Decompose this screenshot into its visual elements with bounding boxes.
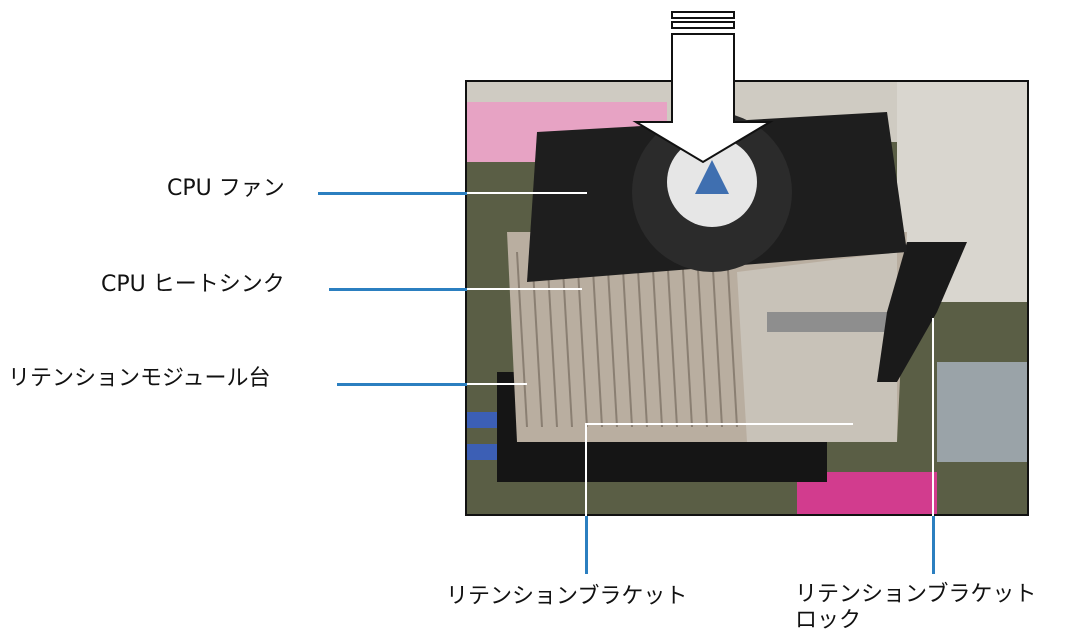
heatsink-fins xyxy=(516,251,738,428)
callout-line-cpu-heatsink xyxy=(329,288,467,291)
callout-line-bracket-vertical-inner xyxy=(585,423,587,516)
callout-line-bracket-horizontal xyxy=(585,423,853,425)
fan-logo xyxy=(695,160,729,194)
heatsink-side xyxy=(737,252,897,442)
label-retention-bracket: リテンションブラケット xyxy=(446,584,688,609)
callout-line-lock xyxy=(932,516,935,574)
port-block xyxy=(937,362,1027,462)
callout-line-retention-base-inner xyxy=(467,383,527,385)
label-bracket-lock-line1: リテンションブラケット xyxy=(795,582,1037,607)
label-retention-base: リテンションモジュール台 xyxy=(8,366,271,391)
label-cpu-heatsink: CPU ヒートシンク xyxy=(101,272,285,297)
callout-line-retention-base xyxy=(337,383,467,386)
callout-line-bracket xyxy=(585,516,588,574)
callout-line-cpu-heatsink-inner xyxy=(467,288,582,290)
label-cpu-fan: CPU ファン xyxy=(167,176,285,201)
callout-line-lock-vertical-inner xyxy=(932,318,934,516)
retention-bracket-clip xyxy=(767,312,887,332)
label-bracket-lock-line2: ロック xyxy=(795,608,862,633)
bracket-lever xyxy=(877,242,967,382)
callout-line-cpu-fan-inner xyxy=(467,192,587,194)
cooler-illustration xyxy=(467,82,1027,514)
callout-line-cpu-fan xyxy=(318,192,467,195)
cooler-photo xyxy=(465,80,1029,516)
